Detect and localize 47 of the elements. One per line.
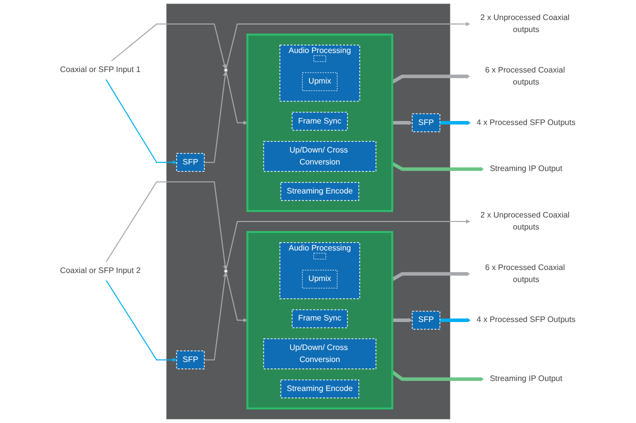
node-box: Streaming Encode bbox=[280, 380, 360, 398]
node-text: 6 x Processed Coaxial outputs bbox=[484, 66, 565, 86]
node-text: Coaxial or SFP Input 1 bbox=[60, 66, 140, 74]
node-box: SFP bbox=[176, 152, 205, 172]
arrow bbox=[392, 120, 412, 125]
arrow bbox=[391, 74, 470, 84]
node-box: Frame Sync bbox=[292, 309, 348, 328]
node-text: Streaming IP Output bbox=[490, 374, 562, 384]
node-text: 2 x Unprocessed Coaxial outputs bbox=[480, 14, 570, 34]
arrow bbox=[105, 181, 228, 270]
node-text: 2 x Unprocessed Coaxial outputs bbox=[480, 210, 570, 232]
node-box: SFP bbox=[412, 113, 440, 132]
arrow bbox=[392, 318, 412, 322]
arrow bbox=[440, 318, 471, 322]
node-box: Upmix bbox=[302, 72, 338, 91]
node-box bbox=[313, 55, 326, 62]
arrow bbox=[391, 370, 484, 382]
arrow bbox=[110, 24, 226, 69]
arrow bbox=[226, 22, 470, 70]
arrow bbox=[226, 71, 248, 125]
node-box: SFP bbox=[176, 350, 205, 370]
node-box: Streaming Encode bbox=[280, 182, 360, 201]
node-switch bbox=[224, 68, 228, 72]
arrow bbox=[391, 272, 470, 282]
node-box: Frame Sync bbox=[292, 112, 348, 131]
node-box bbox=[313, 252, 326, 260]
arrow bbox=[226, 219, 470, 270]
cluster bbox=[246, 231, 394, 410]
cluster bbox=[166, 4, 450, 420]
arrow bbox=[105, 78, 177, 165]
node-box: Up/Down/ Cross Conversion bbox=[263, 338, 376, 370]
node-text: 4 x Processed SFP Outputs bbox=[476, 316, 576, 324]
arrow bbox=[391, 162, 484, 172]
arrow bbox=[105, 280, 177, 362]
node-text: 4 x Processed SFP Outputs bbox=[476, 118, 576, 127]
node-text: Streaming IP Output bbox=[490, 164, 562, 174]
arrow bbox=[226, 272, 248, 322]
cluster bbox=[246, 34, 394, 212]
node-switch bbox=[224, 269, 228, 273]
node-text: 6 x Processed Coaxial outputs bbox=[484, 263, 565, 284]
arrow bbox=[204, 71, 228, 163]
node-text: Coaxial or SFP Input 2 bbox=[60, 266, 140, 276]
node-box: Upmix bbox=[302, 270, 338, 288]
node-box: SFP bbox=[412, 310, 440, 330]
node-box: Up/Down/ Cross Conversion bbox=[263, 140, 376, 172]
arrow bbox=[440, 120, 471, 125]
arrow bbox=[204, 272, 228, 360]
